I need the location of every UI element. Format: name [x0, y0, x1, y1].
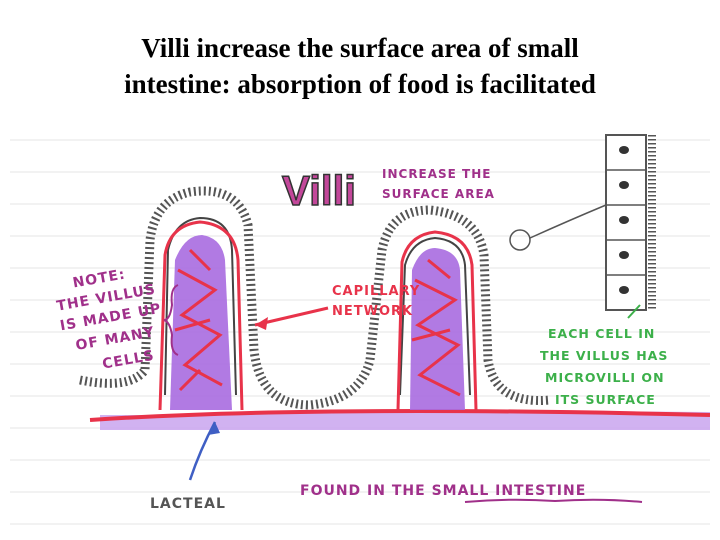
cells-note-line-3: MICROVILLI ON [545, 370, 665, 385]
villus-2-core [410, 248, 465, 410]
found-in-place: SMALL INTESTINE [432, 483, 587, 499]
villus-2-capillaries [396, 230, 478, 411]
cells-note-line-4: ITS SURFACE [555, 392, 656, 407]
cells-column [605, 134, 656, 311]
cells-zoom-pointer [529, 204, 607, 239]
capillary-label-line-2: NETWORK [332, 304, 413, 319]
villus-1-capillaries [158, 220, 244, 411]
found-in-label: FOUND IN THE SMALL INTESTINE [300, 483, 586, 499]
cells-note-line-2: THE VILLUS HAS [540, 348, 668, 363]
title-line-1: Villi increase the surface area of small [141, 33, 579, 63]
cells-note-line-1: EACH CELL IN [548, 326, 655, 341]
villi-diagram: Villi INCREASE THE SURFACE AREA NOTE: TH… [10, 130, 710, 535]
heading-note-line-1: INCREASE THE [382, 167, 491, 181]
capillary-label-line-1: CAPILLARY [332, 284, 420, 299]
lacteal-base-layer [100, 410, 710, 430]
villi-drawing: Villi INCREASE THE SURFACE AREA NOTE: TH… [10, 134, 710, 525]
slide-title: Villi increase the surface area of small… [0, 30, 720, 102]
capillary-arrowhead [255, 317, 268, 330]
heading-note-line-2: SURFACE AREA [382, 187, 495, 201]
title-line-2: intestine: absorption of food is facilit… [124, 69, 596, 99]
lacteal-label: LACTEAL [150, 496, 226, 512]
villus-inner-outline-2 [399, 236, 471, 396]
cells-zoom-circle [509, 229, 531, 251]
small-intestine-underline [464, 498, 643, 503]
note-bracket [163, 284, 179, 356]
found-in-prefix: FOUND IN THE [300, 483, 432, 499]
cells-note-arrow [627, 304, 641, 319]
red-base-line [89, 409, 710, 422]
diagram-heading: Villi [282, 167, 356, 214]
lacteal-arrowhead [208, 422, 220, 435]
